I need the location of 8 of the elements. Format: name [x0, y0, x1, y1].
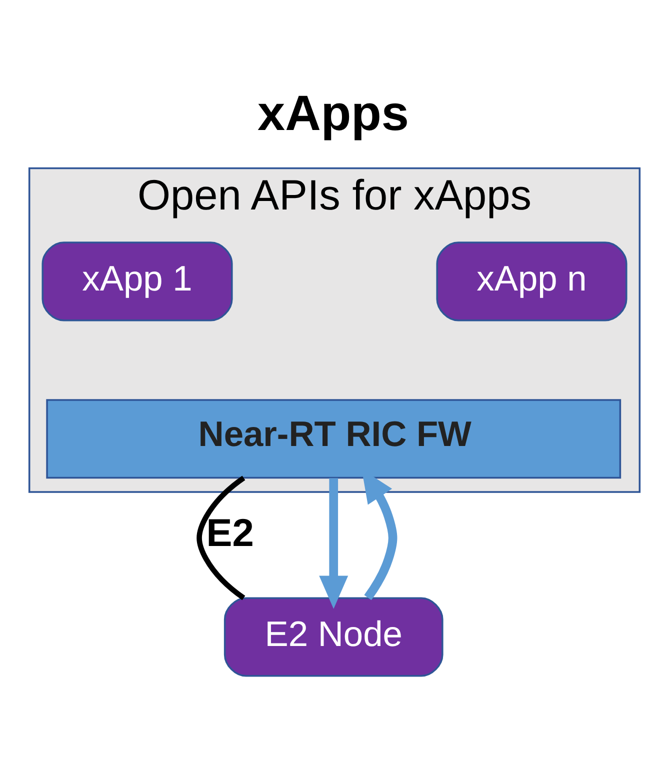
node-box: xApp 1 [42, 241, 233, 321]
node-box: E2 Node [224, 596, 444, 676]
edge-label: E2 [206, 512, 254, 555]
arrow [319, 478, 348, 608]
node-box: Near-RT RIC FW [46, 398, 622, 478]
connector [196, 475, 246, 600]
node-box: xApp n [436, 241, 628, 321]
diagram-title: xApps [258, 86, 409, 141]
